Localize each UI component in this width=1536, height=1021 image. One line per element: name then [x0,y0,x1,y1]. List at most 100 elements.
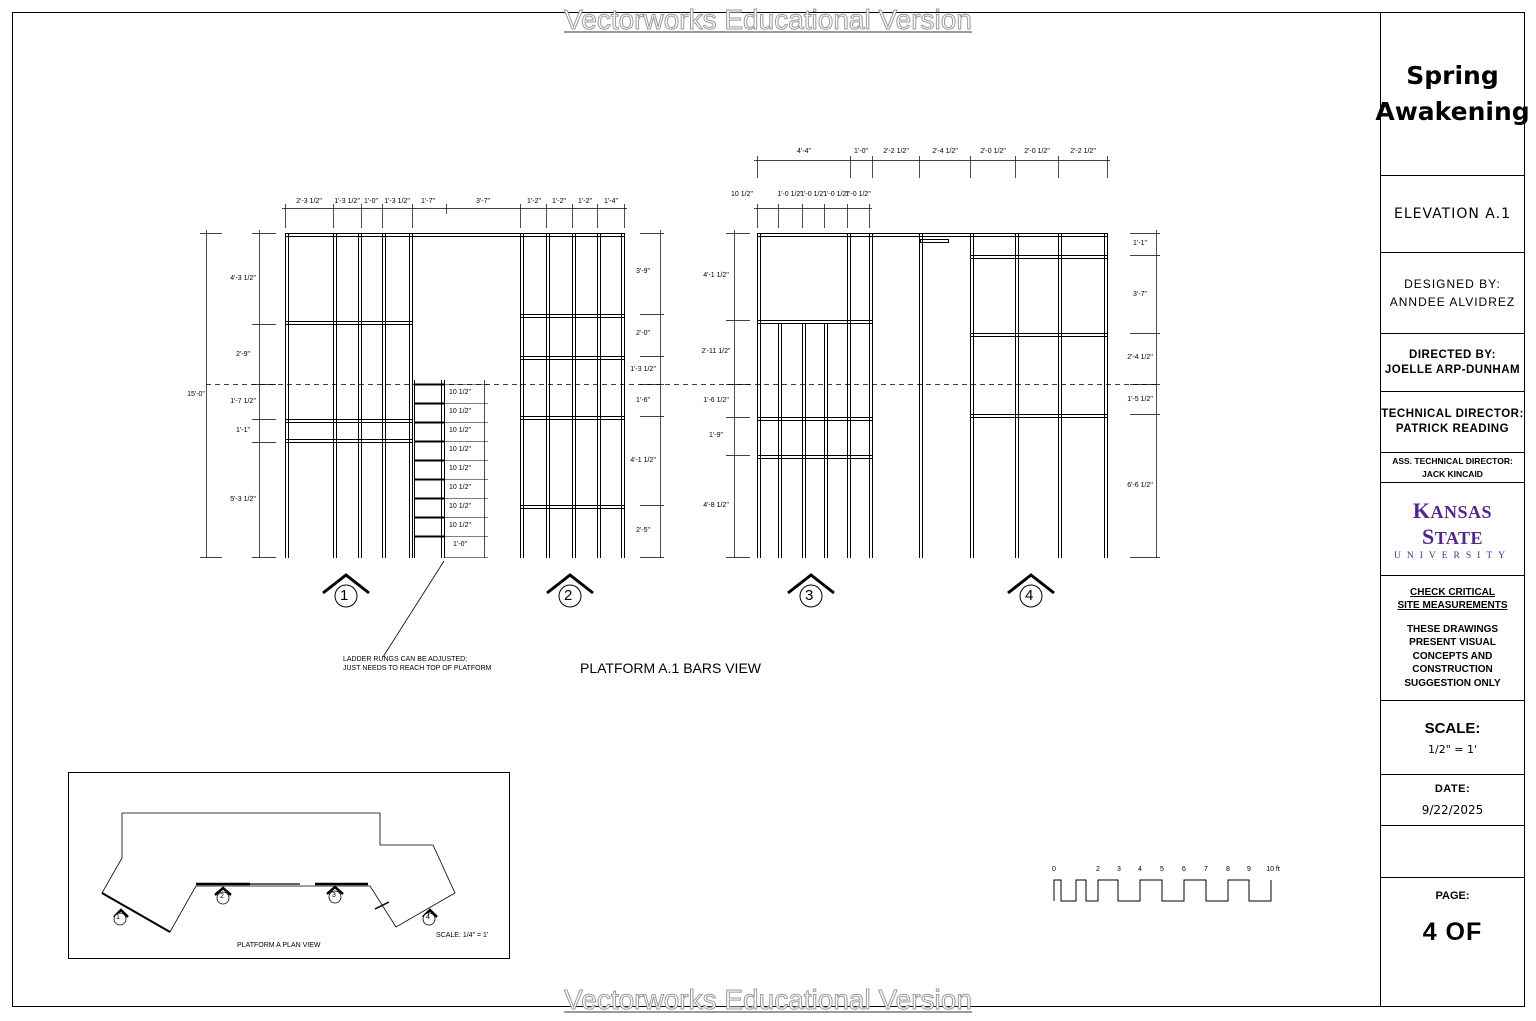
kansas-state-logo: KANSAS STATE UNIVERSITY [1394,497,1511,561]
elev1-right-dim: 4'-1 1/2" [630,457,656,464]
plan-marker-4: 4 [426,914,430,921]
elev1-left-dim: 5'-3 1/2" [230,496,256,503]
elev2-left-dim: 2'-11 1/2" [701,348,731,355]
ladder-rung-dim: 10 1/2" [449,503,471,510]
elevation-1-dimensions [200,204,664,558]
elev1-top-dim: 1'-2" [552,198,566,205]
graphic-scale-bar [1053,879,1272,902]
elev2-left-dim: 1'-9" [709,432,723,439]
ladder-rung-dim: 1'-0" [453,541,467,548]
elev1-top-dim: 3'-7" [476,198,490,205]
scale-tick-label: 9 [1247,866,1251,873]
plan-view-box [68,772,510,959]
title-block-scale: SCALE: 1/2" = 1' [1424,719,1481,756]
overall-height-dim: 15'-0" [187,391,205,398]
elev1-top-dim: 1'-7" [421,198,435,205]
title-block-notes: CHECK CRITICAL SITE MEASUREMENTS THESE D… [1397,586,1508,689]
ladder-rung-dim: 10 1/2" [449,446,471,453]
scale-tick-label: 6 [1182,866,1186,873]
elev2-right-dim: 1'-5 1/2" [1127,396,1153,403]
elev2-top-dim-upper: 2'-2 1/2" [883,148,909,155]
elevation-2-dimensions [726,156,1160,558]
elev2-left-dim: 1'-6 1/2" [703,397,729,404]
elev1-left-dim: 1'-1" [236,427,250,434]
elev1-top-dim: 1'-2" [578,198,592,205]
scale-tick-label: 3 [1117,866,1121,873]
elev2-top-dim-upper: 4'-4" [797,148,811,155]
elev1-right-dim: 1'-3 1/2" [630,366,656,373]
ladder-note-leader [382,560,445,658]
elev2-top-dim-upper: 2'-0 1/2" [1024,148,1050,155]
elev1-top-dim: 2'-3 1/2" [296,198,322,205]
ladder-rung-dim: 10 1/2" [449,465,471,472]
title-block-designer: DESIGNED BY: ANNDEE ALVIDREZ [1389,277,1516,309]
scale-tick-label: 8 [1226,866,1230,873]
watermark-top: Vectorworks Educational Version [564,4,973,36]
section-marker-3 [787,573,835,608]
main-view-title: PLATFORM A.1 BARS VIEW [580,660,762,676]
elev1-top-dim: 1'-0" [364,198,378,205]
elev1-left-dim: 1'-7 1/2" [230,398,256,405]
elev2-right-dim: 2'-4 1/2" [1127,354,1153,361]
watermark-bottom: Vectorworks Educational Version [564,984,973,1016]
elev2-top-dim-lower: 1'-0 1/2" [823,191,849,198]
elev1-top-dim: 1'-3 1/2" [334,198,360,205]
scale-tick-label: 2 [1096,866,1100,873]
section-marker-2-label: 2 [564,587,573,604]
plan-marker-1: 1 [116,914,120,921]
ladder-rung-dim: 10 1/2" [449,389,471,396]
elev2-left-dim: 4'-8 1/2" [703,502,729,509]
elev1-top-dim: 1'-3 1/2" [384,198,410,205]
elev2-top-dim-lower: 1'-0 1/2" [845,191,871,198]
elev1-right-dim: 2'-5" [636,527,650,534]
elev1-right-dim: 3'-9" [636,268,650,275]
title-block-date: DATE: 9/22/2025 [1421,783,1484,817]
scale-tick-label: 5 [1160,866,1164,873]
title-block-director: DIRECTED BY: JOELLE ARP-DUNHAM [1384,348,1521,376]
elev2-left-dim: 4'-1 1/2" [703,272,729,279]
title-block-rows [1380,175,1525,878]
elev1-right-dim: 1'-6" [636,397,650,404]
ladder [414,380,488,558]
ladder-rung-dim: 10 1/2" [449,427,471,434]
elev2-top-dim-upper: 2'-0 1/2" [980,148,1006,155]
plan-scale: SCALE: 1/4" = 1' [436,932,489,939]
ladder-note: LADDER RUNGS CAN BE ADJUSTED; JUST NEEDS… [343,656,492,672]
ladder-rung-dim: 10 1/2" [449,522,471,529]
elev2-top-dim-upper: 2'-2 1/2" [1070,148,1096,155]
elev2-right-dim: 1'-1" [1133,240,1147,247]
elev2-top-dim-lower: 1'-0 1/2" [800,191,826,198]
ladder-rung-dim: 10 1/2" [449,484,471,491]
elev1-right-dim: 2'-0" [636,330,650,337]
title-block-assistant-td: ASS. TECHNICAL DIRECTOR: JACK KINCAID [1392,455,1513,479]
elev1-left-dim: 2'-9" [236,351,250,358]
elev2-top-dim-lower: 1'-0 1/2" [777,191,803,198]
plan-marker-2: 2 [220,893,224,900]
title-block-show-title: Spring Awakening [1375,61,1530,126]
elev2-top-dim-upper: 2'-4 1/2" [932,148,958,155]
section-marker-1-label: 1 [340,587,349,604]
section-marker-4-label: 4 [1025,587,1034,604]
elev1-left-dim: 4'-3 1/2" [230,275,256,282]
elevation-2-frame [757,233,1108,558]
title-block-sheet-title: ELEVATION A.1 [1394,206,1511,222]
section-marker-1 [322,573,370,608]
sheet-border [12,12,1525,1007]
elev1-top-dim: 1'-2" [527,198,541,205]
elevation-1-frame [285,233,625,558]
ladder-rung-dim: 10 1/2" [449,408,471,415]
plan-view-title: PLATFORM A PLAN VIEW [237,942,321,949]
scale-tick-label: 0 [1052,866,1056,873]
scale-tick-label: 4 [1138,866,1142,873]
scale-tick-label: 7 [1204,866,1208,873]
plan-marker-3: 3 [332,892,336,899]
scale-tick-label: 10 ft [1266,866,1280,873]
section-marker-2 [546,573,594,608]
title-block-page: PAGE: 4 OF [1422,890,1483,946]
section-marker-3-label: 3 [805,587,814,604]
elev2-right-dim: 3'-7" [1133,291,1147,298]
title-block-technical-director: TECHNICAL DIRECTOR: PATRICK READING [1381,408,1524,435]
plan-view-outline [101,812,456,933]
elev2-top-dim-upper: 1'-0" [854,148,868,155]
